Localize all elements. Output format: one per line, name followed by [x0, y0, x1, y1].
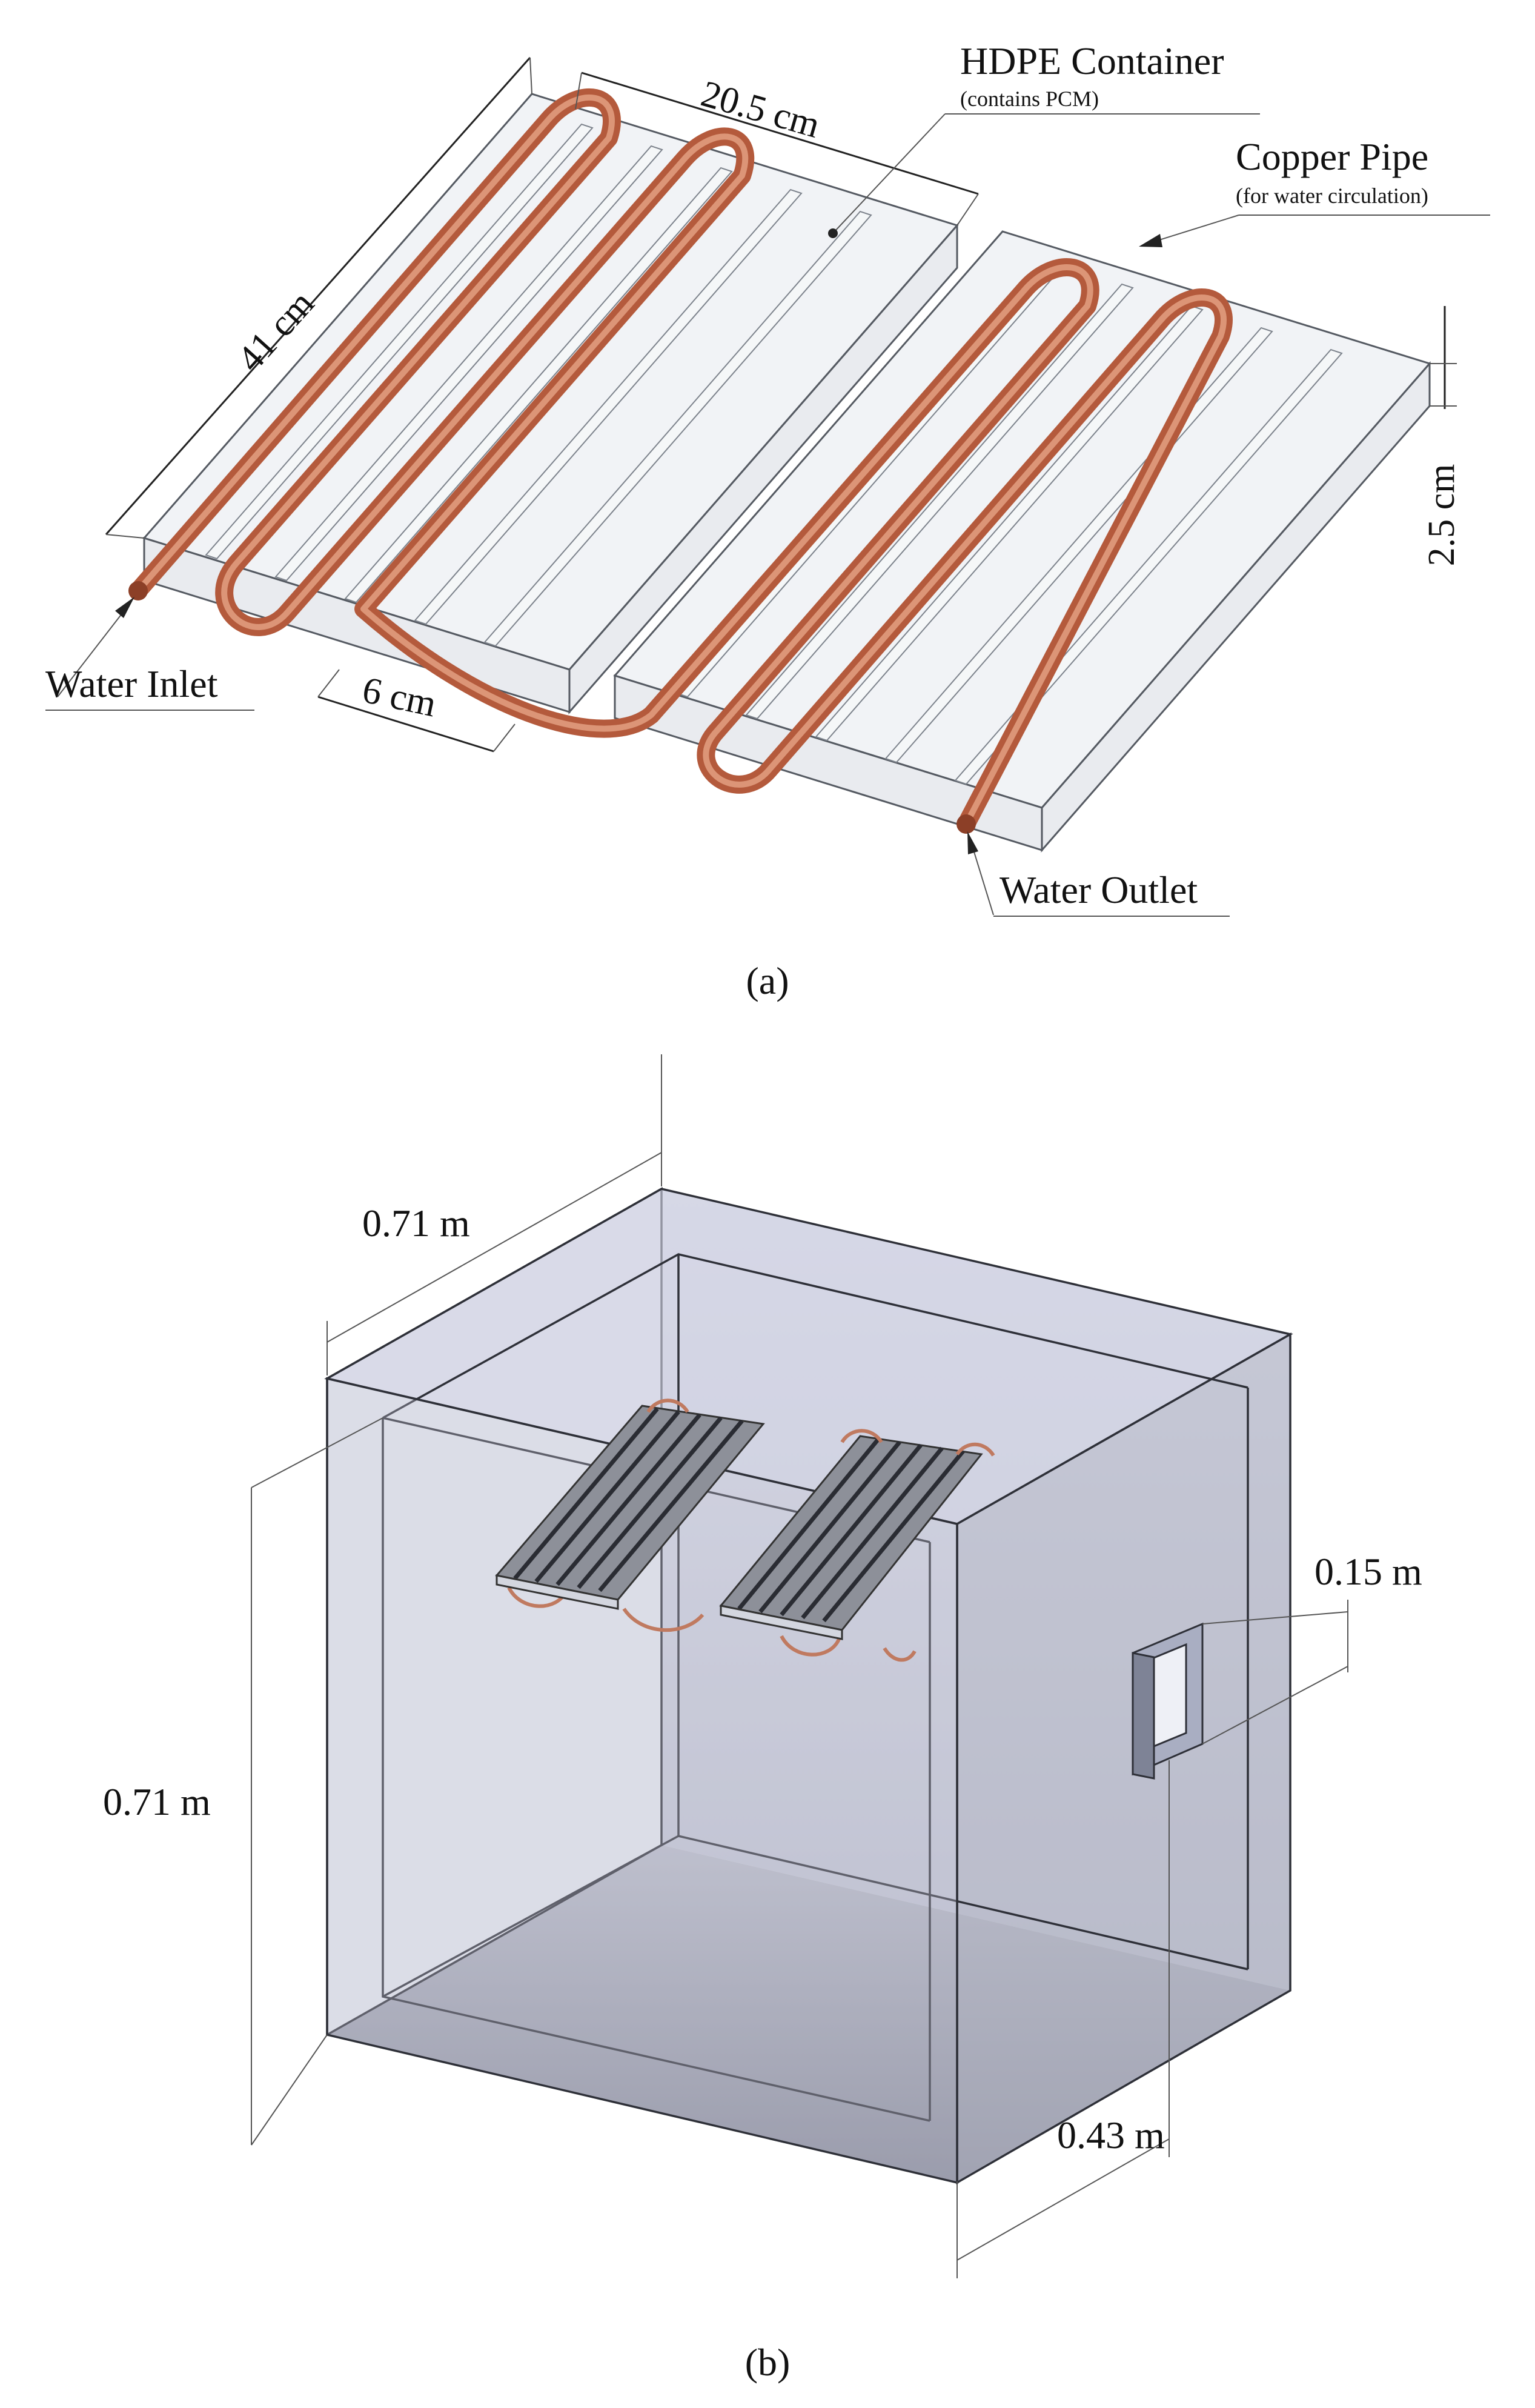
pipe-inlet-end — [128, 581, 148, 600]
caption-b: (b) — [745, 2341, 791, 2384]
pipe-outlet-end — [956, 814, 976, 834]
dim-height: 0.71 m — [103, 1417, 383, 2146]
inner-frame-back-floor — [678, 1835, 1248, 1971]
callout-hdpe: HDPE Container (contains PCM) — [828, 39, 1260, 238]
dim-pitch-label: 6 cm — [359, 669, 440, 725]
label-copper-note: (for water circulation) — [1236, 184, 1428, 208]
left-container-side — [568, 223, 958, 714]
callout-inlet: Water Inlet — [45, 597, 254, 711]
air-opening-depth — [1132, 1652, 1155, 1780]
label-copper-pipe: Copper Pipe — [1236, 135, 1428, 178]
callout-copper-arrow — [1139, 234, 1162, 247]
label-water-outlet: Water Outlet — [1000, 868, 1198, 911]
dim-width-b: 0.43 m — [956, 1760, 1170, 2278]
callout-copper: Copper Pipe (for water circulation) — [1139, 135, 1490, 247]
dim-opening: 0.15 m — [1202, 1550, 1422, 1744]
dim-height-label: 0.71 m — [103, 1780, 211, 1823]
copper-pipe-highlight — [135, 94, 1227, 827]
figure-a: 41 cm 20.5 cm 2.5 cm 6 cm HD — [45, 39, 1490, 1002]
callout-outlet: Water Outlet — [967, 831, 1230, 917]
dim-width-b-label: 0.43 m — [1057, 2114, 1165, 2157]
dim-thickness: 2.5 cm — [1421, 306, 1462, 566]
dim-opening-label: 0.15 m — [1315, 1550, 1422, 1593]
left-container-ribs — [205, 123, 872, 647]
label-hdpe-note: (contains PCM) — [960, 87, 1099, 111]
mini-pipe-loops-back — [646, 1399, 995, 1457]
caption-a: (a) — [746, 959, 789, 1002]
figure-b: 0.71 m 0.71 m 0.15 m 0.43 m (b) — [103, 1054, 1422, 2384]
hdpe-container-left — [142, 93, 959, 714]
mini-panel-ribs — [513, 1407, 965, 1623]
mini-hdpe-panels — [495, 1399, 995, 1662]
inner-frame-left-floor — [382, 1835, 679, 1998]
callout-inlet-arrow — [115, 597, 134, 618]
dim-depth: 0.71 m — [327, 1054, 662, 1375]
callout-outlet-arrow — [967, 831, 978, 854]
air-opening-hole — [1150, 1643, 1187, 1749]
mini-panel-left-edge — [496, 1574, 619, 1610]
dim-thickness-label: 2.5 cm — [1421, 464, 1462, 567]
label-water-inlet: Water Inlet — [45, 662, 218, 705]
callout-hdpe-dot — [828, 228, 838, 238]
copper-pipe — [128, 88, 1233, 834]
label-hdpe-container: HDPE Container — [960, 39, 1224, 82]
dim-depth-label: 0.71 m — [362, 1202, 470, 1245]
mini-pipe-loops — [507, 1586, 917, 1662]
mini-panel-right-edge — [720, 1605, 843, 1640]
